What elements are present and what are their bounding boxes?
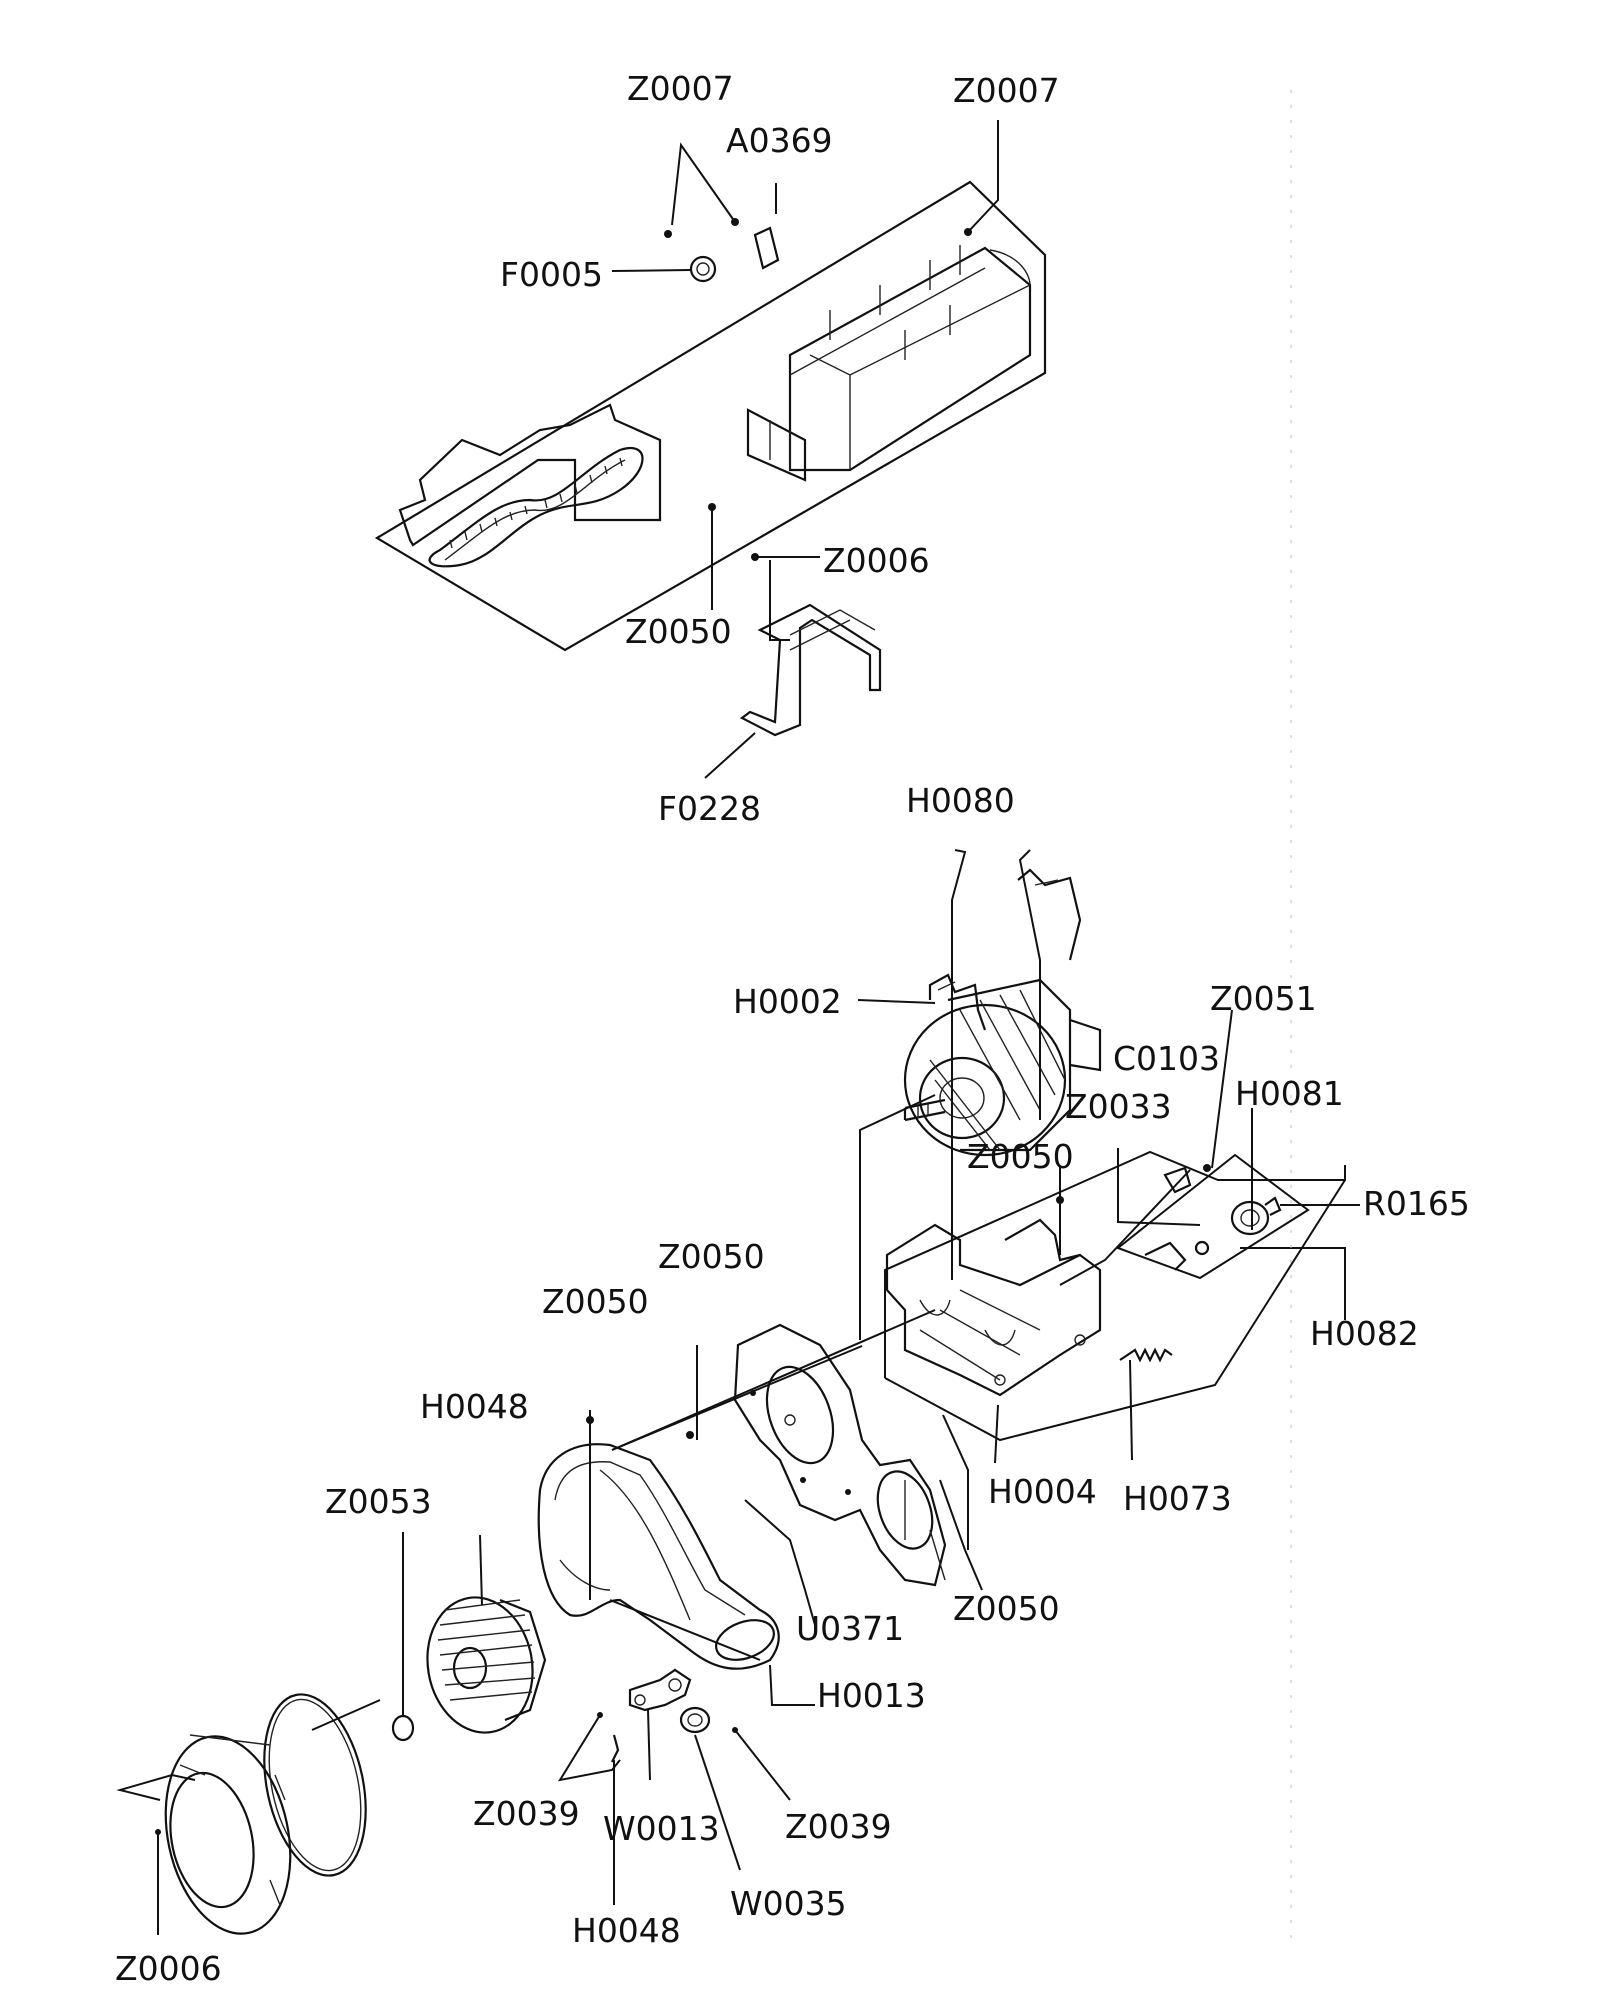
blower-fan — [391, 1596, 547, 1742]
label-w0013: W0013 — [603, 1809, 720, 1848]
label-z0039-right: Z0039 — [785, 1807, 892, 1846]
label-z0050-motor: Z0050 — [967, 1137, 1074, 1176]
label-z0053: Z0053 — [325, 1482, 432, 1521]
label-h0082: H0082 — [1310, 1314, 1419, 1353]
blower-bracket — [733, 1323, 947, 1587]
mounting-bracket — [739, 603, 882, 737]
tension-spring — [1119, 1347, 1173, 1363]
label-z0050-left: Z0050 — [542, 1282, 649, 1321]
switch-assembly — [1115, 1153, 1310, 1280]
label-z0050-mid: Z0050 — [658, 1237, 765, 1276]
label-h0048-fan: H0048 — [420, 1387, 529, 1426]
label-c0103: C0103 — [1113, 1039, 1220, 1078]
heater-assembly — [374, 180, 1047, 652]
label-r0165: R0165 — [1363, 1184, 1470, 1223]
label-z0039-left: Z0039 — [473, 1794, 580, 1833]
label-z0006-top: Z0006 — [823, 541, 930, 580]
label-w0035: W0035 — [730, 1884, 847, 1923]
front-ring — [164, 1734, 292, 1935]
motor-mount — [884, 1150, 1346, 1442]
label-h0073: H0073 — [1123, 1479, 1232, 1518]
label-h0080: H0080 — [906, 781, 1015, 820]
label-z0007-left: Z0007 — [627, 69, 734, 108]
label-z0033: Z0033 — [1065, 1087, 1172, 1126]
leaders-motor — [611, 849, 1360, 1550]
label-u0371: U0371 — [796, 1609, 904, 1648]
label-h0002: H0002 — [733, 982, 842, 1021]
label-a0369: A0369 — [726, 121, 833, 160]
drive-belt — [263, 1693, 367, 1877]
label-z0007-right: Z0007 — [953, 71, 1060, 110]
idler-assembly — [597, 1668, 738, 1763]
label-z0006-bottom: Z0006 — [115, 1949, 222, 1988]
label-z0050-bottom: Z0050 — [953, 1589, 1060, 1628]
label-h0004: H0004 — [988, 1472, 1097, 1511]
label-h0013: H0013 — [817, 1676, 926, 1715]
label-z0051: Z0051 — [1210, 979, 1317, 1018]
label-h0081: H0081 — [1235, 1074, 1344, 1113]
label-f0005: F0005 — [500, 255, 603, 294]
label-f0228: F0228 — [658, 789, 761, 828]
label-z0050-top: Z0050 — [625, 612, 732, 651]
leaders-top — [611, 120, 999, 779]
blower-housing — [537, 1416, 780, 1670]
part-labels: Z0007 Z0007 A0369 F0005 Z0006 Z0050 F022… — [115, 69, 1470, 1988]
label-h0048-bottom: H0048 — [572, 1911, 681, 1950]
leaders-bottom — [116, 1345, 983, 1935]
